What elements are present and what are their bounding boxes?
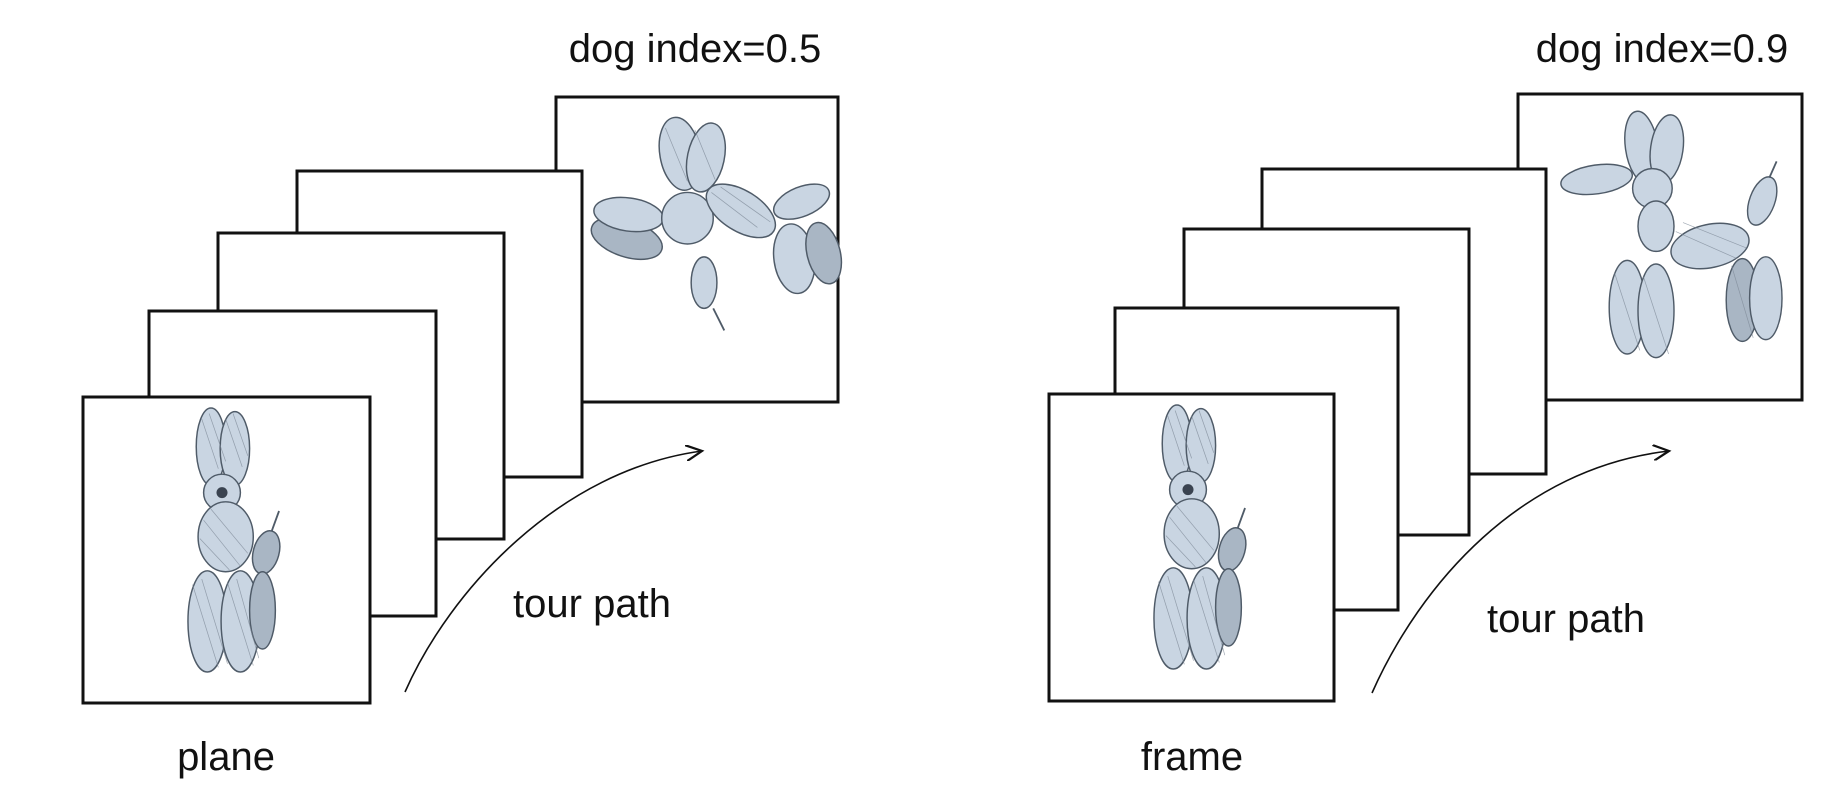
tour-path-label: tour path — [513, 582, 671, 626]
tour-path-arrow — [404, 451, 702, 693]
panel-right: dog index=0.9 tour path frame — [1047, 27, 1804, 779]
start-label: frame — [1141, 735, 1243, 779]
panel-left: dog index=0.5 tour path plane — [81, 27, 849, 779]
tour-path-label: tour path — [1487, 597, 1645, 641]
dog-index-label: dog index=0.9 — [1536, 27, 1788, 71]
start-label: plane — [177, 735, 275, 779]
tour-path-arrow — [1371, 451, 1669, 694]
dog-index-label: dog index=0.5 — [569, 27, 821, 71]
